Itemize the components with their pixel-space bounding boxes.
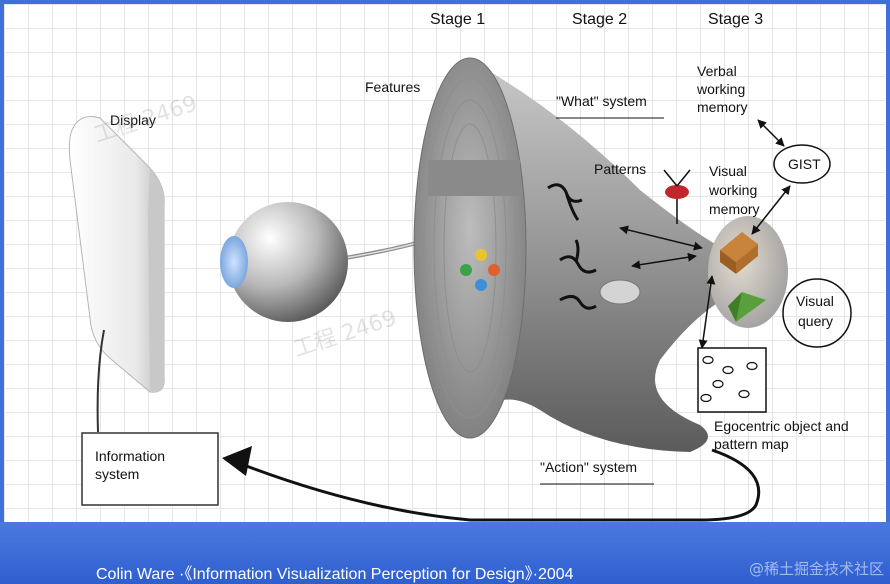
visual-wm-label-line3: memory xyxy=(709,201,760,217)
egocentric-label-line1: Egocentric object and xyxy=(714,418,849,434)
information-system-label-line2: system xyxy=(95,466,139,482)
egocentric-label-line2: pattern map xyxy=(714,436,789,452)
visual-query-shape xyxy=(736,292,766,322)
map-memory-arrow xyxy=(698,275,716,349)
pattern-squiggle-2 xyxy=(559,239,597,274)
verbal-wm-label-line3: memory xyxy=(697,99,748,115)
action-system-label: "Action" system xyxy=(540,459,637,475)
perception-funnel xyxy=(413,57,722,452)
display-cable xyxy=(96,329,105,433)
information-system-label-line1: Information xyxy=(95,448,165,464)
visual-wm-label-line2: working xyxy=(708,182,757,198)
memory-object-box xyxy=(720,232,758,274)
pattern-memory-arrow-2 xyxy=(631,252,697,270)
features-label: Features xyxy=(365,79,420,95)
stage-2-label: Stage 2 xyxy=(572,11,627,28)
feature-dot-green xyxy=(460,264,472,276)
what-system-label: "What" system xyxy=(556,93,647,109)
eye-iris xyxy=(220,236,248,288)
figure-watermark-1: 工程 2469 xyxy=(91,91,200,148)
display-label: Display xyxy=(110,112,156,128)
display-monitor xyxy=(68,116,165,393)
patterns-node xyxy=(665,185,689,199)
pattern-pebble xyxy=(599,279,641,305)
memory-gist-arrow xyxy=(751,185,791,235)
visual-query-circle xyxy=(782,278,852,348)
perception-diagram: Display Information system xyxy=(4,4,886,522)
visual-wm-label-line1: Visual xyxy=(709,163,747,179)
patterns-label: Patterns xyxy=(594,161,646,177)
feature-dot-blue xyxy=(475,279,487,291)
stage-3-label: Stage 3 xyxy=(708,11,763,28)
diagram-canvas: Display Information system xyxy=(68,11,852,522)
feature-disc xyxy=(413,57,527,439)
gist-label: GIST xyxy=(788,156,821,172)
caption-text: Colin Ware ·《Information Visualization P… xyxy=(96,566,574,583)
pattern-squiggle-1 xyxy=(547,183,583,221)
action-loop-arrow xyxy=(235,448,761,522)
verbal-wm-label-line2: working xyxy=(696,81,745,97)
action-arrow-head xyxy=(222,446,252,476)
feature-dot-yellow xyxy=(475,249,487,261)
gist-node xyxy=(773,144,831,184)
pattern-memory-arrow-1 xyxy=(619,225,703,251)
stage-1-label: Stage 1 xyxy=(430,11,485,28)
site-watermark: @稀土掘金技术社区 xyxy=(748,560,884,578)
egocentric-map-box xyxy=(697,347,767,413)
pattern-squiggle-3 xyxy=(559,295,597,310)
feature-dot-orange xyxy=(488,264,500,276)
caption-bar: Colin Ware ·《Information Visualization P… xyxy=(0,522,890,584)
eyeball xyxy=(228,202,348,322)
verbal-gist-arrow xyxy=(757,119,785,147)
verbal-wm-label-line1: Verbal xyxy=(697,63,737,79)
visual-query-label-line1: Visual xyxy=(796,293,834,309)
feature-texture-patch xyxy=(428,160,520,196)
visual-query-label-line2: query xyxy=(798,313,833,329)
information-system-box xyxy=(81,432,219,506)
